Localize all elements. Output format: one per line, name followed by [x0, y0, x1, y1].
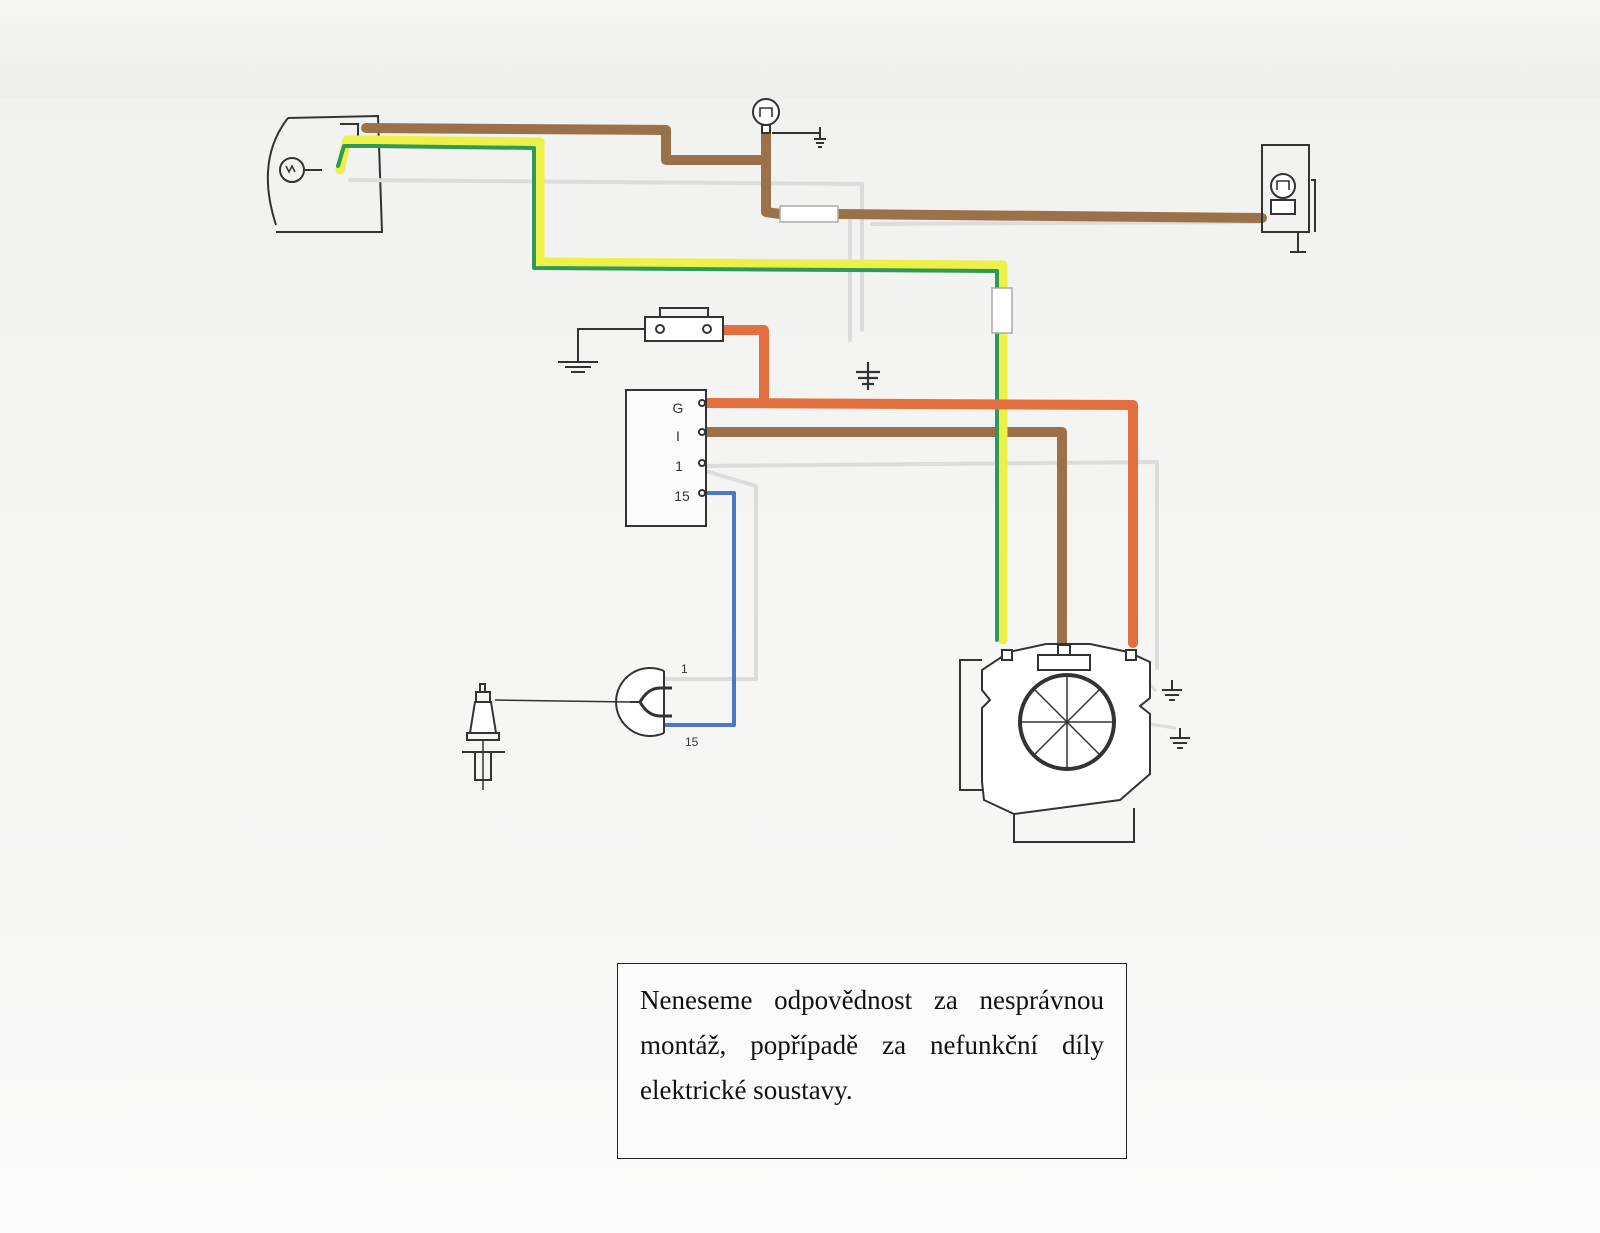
connector-block [779, 205, 839, 223]
bulb-icon [752, 98, 820, 134]
dynamo-icon [959, 643, 1151, 843]
inline-connector [991, 287, 1013, 334]
regulator-box [625, 389, 707, 527]
regulator-terminal-I: I [676, 428, 680, 444]
coil-terminal-1: 1 [681, 662, 688, 676]
ground-icon [1170, 728, 1190, 749]
regulator-terminal-G: G [673, 400, 684, 416]
orange-wires [700, 325, 1138, 648]
ground-icon [814, 127, 826, 148]
regulator-terminal-15: 15 [674, 488, 690, 504]
ground-icon [1162, 680, 1182, 701]
ground-icon [558, 361, 598, 373]
fuse-icon [577, 307, 724, 362]
white-wires [348, 178, 1260, 730]
ignition-coil-icon [494, 667, 672, 737]
spark-plug-icon [462, 683, 505, 790]
disclaimer-note: Neneseme odpovědnost za nesprávnou montá… [617, 963, 1127, 1159]
blue-wire [662, 491, 736, 727]
disclaimer-text: Neneseme odpovědnost za nesprávnou montá… [640, 985, 1104, 1105]
coil-terminal-15: 15 [685, 735, 699, 749]
ground-icon [856, 362, 880, 390]
headlamp-icon [266, 114, 384, 233]
tail-lamp-icon [1261, 144, 1316, 253]
brown-wires [361, 123, 1267, 648]
green-yellow-wire [335, 135, 1008, 645]
regulator-terminal-1: 1 [675, 458, 683, 474]
